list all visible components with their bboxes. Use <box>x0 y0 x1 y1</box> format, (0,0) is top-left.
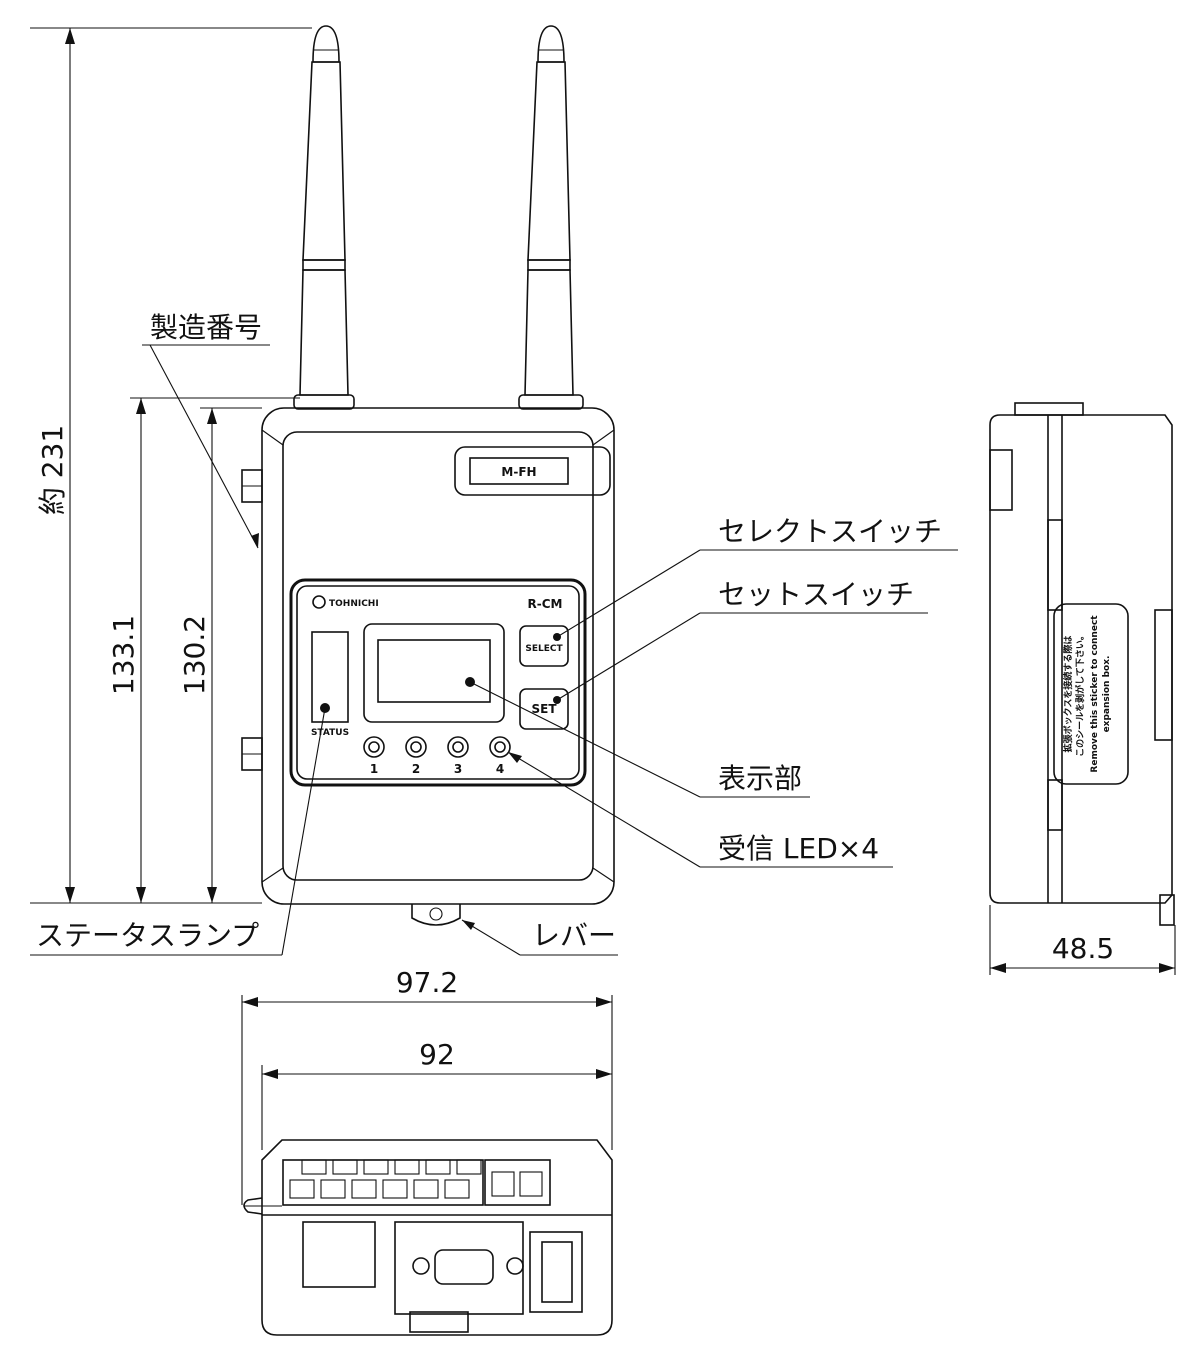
select-button-label: SELECT <box>525 644 563 654</box>
select-button[interactable] <box>519 625 569 667</box>
bottom-view <box>243 1139 613 1336</box>
side-sticker-line-1: 拡張ボックスを接続する際は <box>1062 636 1074 753</box>
side-sticker-line-3: Remove this sticker to connect <box>1090 615 1100 773</box>
led-number-4: 4 <box>496 762 504 776</box>
label-receive-led: 受信 LED×4 <box>718 832 879 865</box>
dim-width-inner: 92 <box>419 1038 455 1071</box>
display-screen <box>377 639 491 703</box>
display-bezel <box>363 623 505 723</box>
set-button[interactable] <box>519 688 569 730</box>
callouts: 製造番号 セレクトスイッチ セットスイッチ 表示部 受信 LED×4 ステータス… <box>30 311 958 956</box>
housing-inner <box>282 431 594 881</box>
right-antenna <box>518 25 584 410</box>
side-sticker-line-2: このシールを剥がして下さい。 <box>1074 631 1086 757</box>
housing-outer <box>261 407 615 905</box>
model-plate-text: M-FH <box>501 465 536 479</box>
led-number-3: 3 <box>454 762 462 776</box>
led-number-2: 2 <box>412 762 420 776</box>
label-lever: レバー <box>532 919 616 952</box>
model-plate <box>469 457 569 485</box>
status-window <box>311 631 349 723</box>
dim-total-height: 約 231 <box>36 425 69 515</box>
label-serial-number: 製造番号 <box>150 311 262 344</box>
led-group: 1 2 3 4 <box>363 736 511 776</box>
serial-port <box>434 1249 494 1285</box>
lever[interactable] <box>411 904 461 926</box>
left-antenna <box>293 25 355 410</box>
label-select-switch: セレクトスイッチ <box>718 515 942 548</box>
brand-text: TOHNICHI <box>329 599 379 609</box>
label-display: 表示部 <box>718 762 802 795</box>
front-view: M-FH TOHNICHI R-CM STATUS SELECT SET 1 2 <box>241 25 615 926</box>
dim-depth: 48.5 <box>1052 932 1114 965</box>
set-button-label: SET <box>531 702 557 716</box>
label-status-lamp: ステータスランプ <box>36 919 259 952</box>
tohnichi-logo-icon <box>312 595 326 609</box>
model-text: R-CM <box>528 597 563 611</box>
dim-body-height-inner: 130.2 <box>178 615 211 695</box>
label-set-switch: セットスイッチ <box>718 578 914 611</box>
dim-body-height-outer: 133.1 <box>107 615 140 695</box>
side-view: 拡張ボックスを接続する際は このシールを剥がして下さい。 Remove this… <box>989 402 1176 975</box>
power-terminal <box>484 1159 551 1206</box>
dim-width-outer: 97.2 <box>396 966 458 999</box>
model-plate-holder <box>454 446 611 496</box>
status-text: STATUS <box>311 728 349 738</box>
side-sticker <box>1053 603 1129 785</box>
led-number-1: 1 <box>370 762 378 776</box>
side-sticker-line-4: expansion box. <box>1102 656 1112 733</box>
dimension-lines-front: 約 231 133.1 130.2 97.2 92 <box>30 27 613 1205</box>
terminal-screws <box>289 1159 482 1199</box>
